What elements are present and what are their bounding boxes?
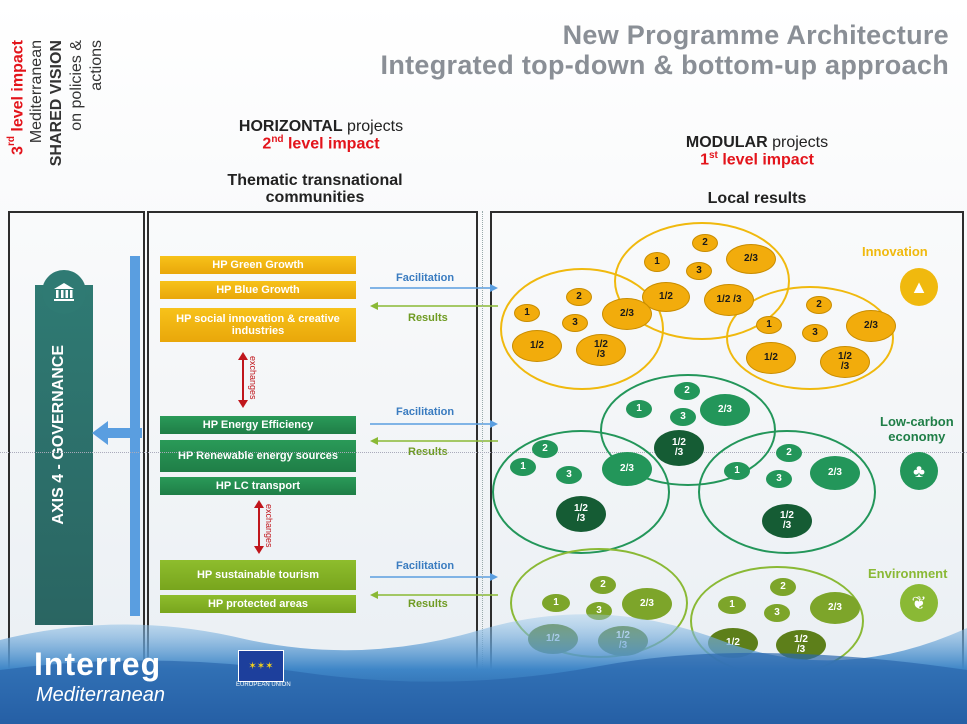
title-line-1: New Programme Architecture [562,20,949,50]
bubble: 1 [718,596,746,614]
policies-text: on policies & [68,40,85,131]
hp-social-innovation: HP social innovation & creative industri… [160,308,356,342]
bubble: 2 [566,288,592,306]
exchanges-label-1: exchanges [248,356,258,400]
bubble: 1 [510,458,536,476]
actions-text: actions [88,40,105,91]
bubble: 3 [562,314,588,332]
governance-bar [35,285,93,625]
bubble: 1/2 /3 [762,504,812,538]
bubble: 3 [686,262,712,280]
bubble: 1/2 /3 [576,334,626,366]
bubble: 2/3 [846,310,896,342]
bubble: 1 [542,594,570,612]
governance-label: AXIS 4 - GOVERNANCE [50,345,67,525]
bubble: 2 [674,382,700,400]
lowcarbon-ring-left [492,430,670,554]
bubble: 2 [770,578,796,596]
horizontal-heading: HORIZONTAL projects [238,118,404,135]
hp-renewable-energy: HP Renewable energy sources [160,440,356,472]
hp-blue-growth: HP Blue Growth [160,281,356,299]
bubble: 2 [590,576,616,594]
first-level-impact: 1st level impact [700,150,814,169]
left-arrow [92,421,142,445]
hp-green-growth: HP Green Growth [160,256,356,274]
innovation-icon: ▲ [900,268,938,306]
bubble: 1 [756,316,782,334]
bubble: 2/3 [602,298,652,330]
eu-label: EUROPEAN UNION [236,682,291,688]
interreg-logo: Interreg [34,646,162,682]
results-arrow-3 [370,591,498,599]
bubble: 2/3 [622,588,672,620]
facilitation-arrow-2 [370,420,498,428]
bubble: 2 [532,440,558,458]
third-level-impact: 3rd level impact [6,40,27,155]
results-arrow-1 [370,302,498,310]
eu-flag-icon: ✶✶✶ [238,650,284,682]
hp-sustainable-tourism: HP sustainable tourism [160,560,356,590]
hp-protected-areas: HP protected areas [160,595,356,613]
local-results: Local results [707,190,807,207]
innovation-ring-left [500,268,664,390]
bubble: 1 [514,304,540,322]
theme-environment: Environment [868,566,948,581]
bubble: 2 [776,444,802,462]
bubble: 2 [806,296,832,314]
title-line-2: Integrated top-down & bottom-up approach [380,50,949,80]
bubble: 2/3 [726,244,776,274]
plant-hand-icon: ❦ [900,584,938,622]
tree-icon: ♣ [900,452,938,490]
lowcarbon-ring-right [698,430,876,554]
bubble: 2/3 [602,452,652,486]
bubble: 1/2 /3 [820,346,870,378]
bubble: 2/3 [810,456,860,490]
results-arrow-2 [370,437,498,445]
bubble: 2/3 [700,394,750,426]
facilitation-label-2: Facilitation [396,406,455,418]
innovation-ring-right [726,286,894,390]
bubble: 1/2 /3 [556,496,606,532]
hp-lc-transport: HP LC transport [160,477,356,495]
bubble: 1 [724,462,750,480]
bubble: 1/2 /3 [654,430,704,466]
bubble: 1 [626,400,652,418]
modular-heading: MODULAR projects [685,134,829,151]
bubble: 1/2 [512,330,562,362]
facilitation-arrow-3 [370,573,498,581]
facilitation-arrow-1 [370,284,498,292]
facilitation-label-1: Facilitation [396,272,455,284]
shared-vision: SHARED VISION [48,40,65,167]
guide-vertical [482,211,483,671]
bubble: 2 [692,234,718,252]
bubble: 3 [766,470,792,488]
bubble: 3 [556,466,582,484]
bubble: 3 [670,408,696,426]
bubble: 3 [764,604,790,622]
exchanges-arrow-2 [254,500,264,554]
exchanges-label-2: exchanges [264,504,274,548]
bubble: 1/2 [746,342,796,374]
bubble: 3 [802,324,828,342]
mediterranean-text: Mediterranean [28,40,45,144]
facilitation-label-3: Facilitation [396,560,455,572]
theme-innovation: Innovation [862,244,928,259]
exchanges-arrow-1 [238,352,248,408]
results-label-1: Results [408,312,448,324]
guide-horizontal [0,452,967,453]
bubble: 1/2 /3 [704,284,754,316]
results-label-3: Results [408,598,448,610]
mediterranean-logo-text: Mediterranean [36,684,165,706]
institution-icon [42,270,86,314]
bubble: 2/3 [810,592,860,624]
hp-energy-efficiency: HP Energy Efficiency [160,416,356,434]
second-level-impact: 2nd level impact [262,134,380,153]
bubble: 1 [644,252,670,272]
